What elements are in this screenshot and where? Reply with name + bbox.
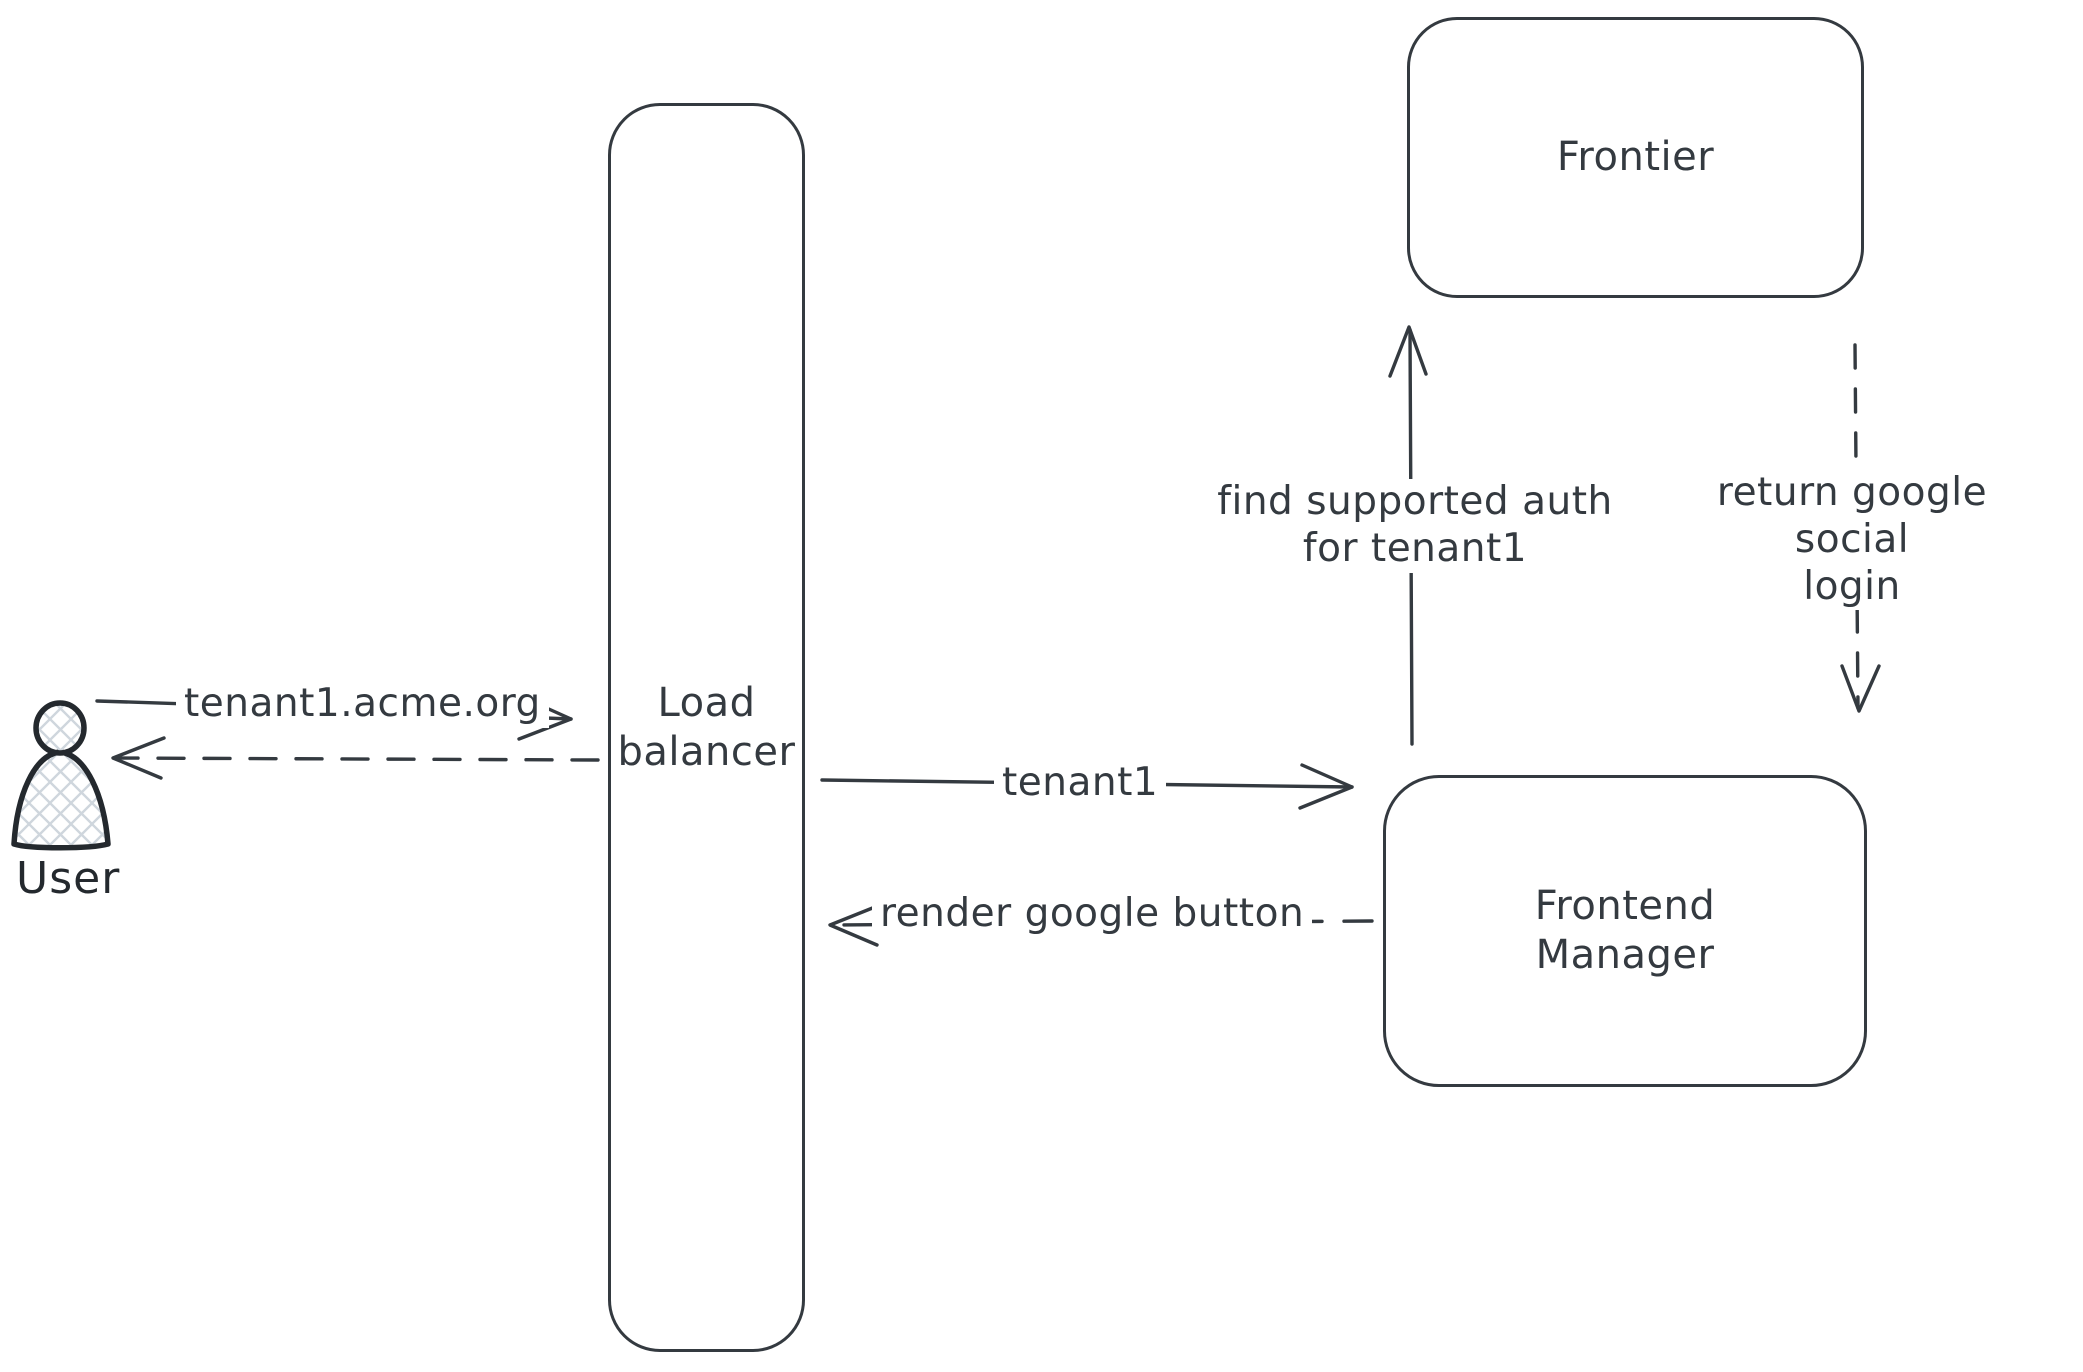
edge-label-render-google-button: render google button xyxy=(872,891,1313,938)
user-head xyxy=(33,700,87,756)
user-label: User xyxy=(16,853,121,904)
edge-label-tenant1-acme-org: tenant1.acme.org xyxy=(176,681,549,728)
edge-label-tenant1: tenant1 xyxy=(994,760,1167,807)
node-frontier[interactable]: Frontier xyxy=(1407,17,1864,298)
user-body xyxy=(11,749,111,851)
node-frontend-manager[interactable]: Frontend Manager xyxy=(1383,775,1867,1087)
arrow-load-balancer-to-user[interactable] xyxy=(111,736,600,780)
edge-label-find-supported-auth: find supported auth for tenant1 xyxy=(1205,479,1625,573)
frontier-label: Frontier xyxy=(1556,134,1715,181)
node-load-balancer[interactable]: Load balancer xyxy=(608,103,805,1352)
load-balancer-label: Load balancer xyxy=(617,679,796,775)
user-figure[interactable] xyxy=(11,700,111,851)
edge-label-return-google-social-login: return google social login xyxy=(1652,470,2052,611)
frontend-manager-label: Frontend Manager xyxy=(1534,883,1716,978)
